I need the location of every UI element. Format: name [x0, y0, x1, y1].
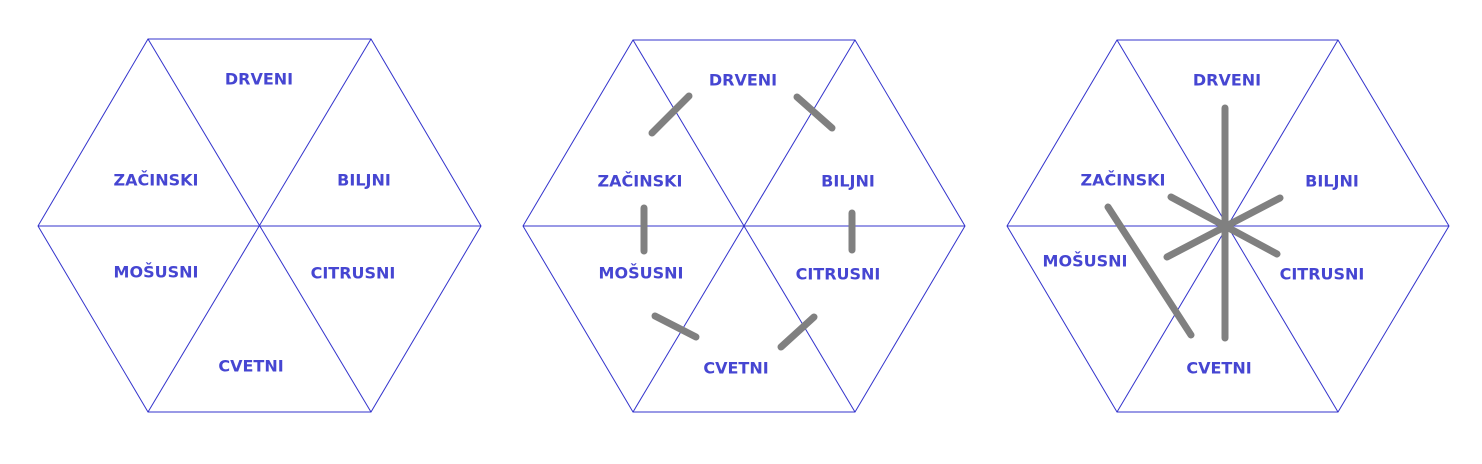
- label-citrusni: CITRUSNI: [1280, 265, 1365, 284]
- label-cvetni: CVETNI: [1186, 359, 1251, 378]
- hexagon-3: DRVENI ZAČINSKI BILJNI MOŠUSNI CITRUSNI …: [1006, 39, 1450, 413]
- divider-line: [147, 38, 372, 413]
- boundary-mark: [793, 93, 836, 132]
- axis-mark: [1163, 194, 1284, 261]
- label-cvetni: CVETNI: [703, 359, 768, 378]
- label-mosusni: MOŠUSNI: [114, 263, 199, 282]
- label-zacinski: ZAČINSKI: [1081, 171, 1166, 190]
- label-biljni: BILJNI: [337, 171, 391, 190]
- boundary-mark: [777, 313, 818, 351]
- label-citrusni: CITRUSNI: [796, 265, 881, 284]
- label-mosusni: MOŠUSNI: [1043, 252, 1128, 271]
- boundary-mark: [648, 92, 693, 137]
- label-zacinski: ZAČINSKI: [598, 172, 683, 191]
- label-zacinski: ZAČINSKI: [114, 171, 199, 190]
- boundary-mark: [651, 312, 700, 341]
- label-drveni: DRVENI: [1193, 71, 1261, 90]
- label-cvetni: CVETNI: [218, 357, 283, 376]
- divider-line: [632, 39, 856, 413]
- hexagon-2: DRVENI ZAČINSKI BILJNI MOŠUSNI CITRUSNI …: [522, 39, 966, 413]
- label-citrusni: CITRUSNI: [311, 264, 396, 283]
- label-biljni: BILJNI: [821, 172, 875, 191]
- label-drveni: DRVENI: [709, 71, 777, 90]
- label-drveni: DRVENI: [225, 70, 293, 89]
- hexagon-1: DRVENI ZAČINSKI BILJNI MOŠUSNI CITRUSNI …: [37, 38, 482, 413]
- axis-mark: [1104, 203, 1195, 339]
- label-mosusni: MOŠUSNI: [599, 264, 684, 283]
- label-biljni: BILJNI: [1305, 172, 1359, 191]
